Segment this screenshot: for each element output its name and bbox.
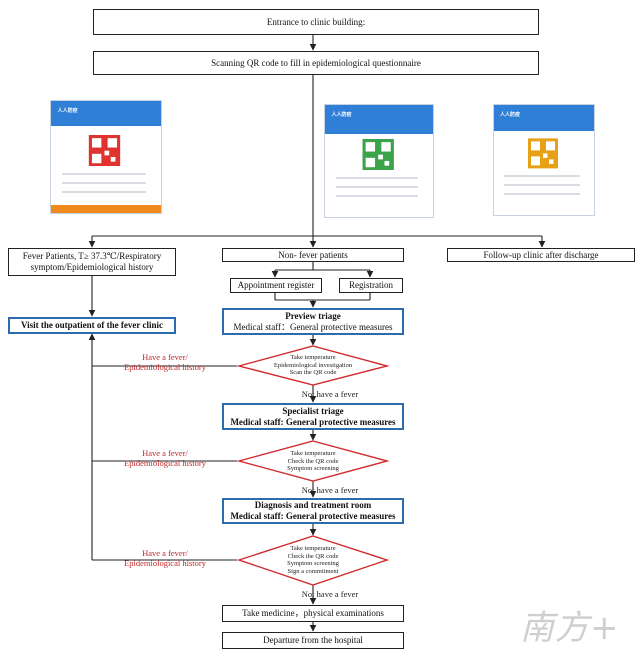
decision-1-line: Epidemiological investigation — [273, 361, 353, 369]
fever-clinic-text: Visit the outpatient of the fever clinic — [21, 320, 163, 330]
phone-info-line — [335, 176, 418, 179]
fever-patients-text: Fever Patients, T≥ 37.3℃/Respiratory sym… — [22, 251, 162, 272]
green-code-phone: 人人防疫 — [324, 104, 434, 218]
fever-clinic-box: Visit the outpatient of the fever clinic — [8, 317, 176, 334]
decision-2-text: Take temperature Check the QR code Sympt… — [253, 450, 373, 473]
non-fever-text: Non- fever patients — [278, 249, 348, 260]
have-fever-label-2: Have a fever/ Epidemiological history — [112, 448, 218, 468]
registration-box: Registration — [339, 278, 403, 293]
phone-header-text: 人人防疫 — [57, 107, 78, 114]
red-qr-code-icon — [89, 134, 121, 166]
have-fever-line: Have a fever/ — [142, 352, 188, 362]
phone-header-text: 人人防疫 — [500, 111, 521, 118]
have-fever-line: Epidemiological history — [124, 362, 206, 372]
decision-3-line: Sign a commitment — [287, 567, 339, 575]
phone-header-text: 人人防疫 — [331, 111, 352, 118]
phone-info-line — [335, 194, 418, 197]
take-medicine-box: Take medicine，physical examinations — [222, 605, 404, 622]
phone-header — [494, 105, 594, 132]
red-code-phone: 人人防疫 — [50, 100, 162, 214]
appointment-text: Appointment register — [237, 280, 315, 290]
watermark-logo: 南方+ — [520, 608, 620, 648]
follow-up-text: Follow-up clinic after discharge — [483, 249, 599, 260]
scan-questionnaire-box: Scanning QR code to fill in epidemiologi… — [93, 51, 539, 75]
have-fever-line: Epidemiological history — [124, 458, 206, 468]
entrance-text: Entrance to clinic building: — [266, 16, 366, 27]
phone-info-line — [504, 175, 580, 178]
phone-header — [325, 105, 433, 135]
have-fever-line: Epidemiological history — [124, 558, 206, 568]
decision-1-text: Take temperature Epidemiological investi… — [253, 354, 373, 377]
decision-1-line: Scan the QR code — [289, 369, 337, 377]
decision-3-line: Check the QR code — [287, 552, 339, 560]
appointment-register-box: Appointment register — [230, 278, 322, 293]
decision-2-line: Check the QR code — [287, 457, 339, 465]
phone-footer — [51, 205, 161, 213]
preview-triage-subtitle: Medical staff：General protective measure… — [233, 321, 393, 332]
decision-3-diamond — [236, 535, 390, 586]
phone-info-line — [62, 181, 146, 184]
departure-box: Departure from the hospital — [222, 632, 404, 649]
entrance-box: Entrance to clinic building: — [93, 9, 539, 35]
phone-info-line — [62, 172, 146, 175]
fever-patients-box: Fever Patients, T≥ 37.3℃/Respiratory sym… — [8, 248, 176, 276]
have-fever-label-3: Have a fever/ Epidemiological history — [112, 548, 218, 568]
preview-triage-box: Preview triage Medical staff：General pro… — [222, 308, 404, 335]
not-fever-label-2: Not have a fever — [301, 485, 359, 495]
yellow-code-phone: 人人防疫 — [493, 104, 595, 216]
diagnosis-room-box: Diagnosis and treatment room Medical sta… — [222, 498, 404, 524]
have-fever-line: Have a fever/ — [142, 448, 188, 458]
non-fever-box: Non- fever patients — [222, 248, 404, 262]
specialist-triage-title: Specialist triage — [282, 405, 344, 416]
specialist-triage-box: Specialist triage Medical staff: General… — [222, 403, 404, 430]
decision-1-line: Take temperature — [290, 354, 336, 361]
decision-2-line: Symptom screening — [287, 465, 339, 473]
not-fever-label-1: Not have a fever — [301, 389, 359, 399]
decision-2-line: Take temperature — [290, 450, 336, 457]
have-fever-label-1: Have a fever/ Epidemiological history — [112, 352, 218, 372]
phone-header — [51, 101, 161, 126]
phone-info-line — [504, 193, 580, 195]
phone-info-line — [335, 185, 418, 188]
green-qr-code-icon — [362, 138, 394, 170]
phone-info-line — [504, 184, 580, 187]
take-medicine-text: Take medicine，physical examinations — [242, 608, 384, 618]
yellow-qr-code-icon — [528, 138, 558, 169]
decision-2-diamond — [236, 440, 390, 482]
registration-text: Registration — [349, 280, 393, 290]
phone-info-line — [62, 190, 146, 193]
specialist-triage-subtitle: Medical staff: General protective measur… — [230, 416, 396, 427]
decision-3-text: Take temperature Check the QR code Sympt… — [253, 545, 373, 575]
decision-3-line: Symptom screening — [287, 560, 339, 568]
follow-up-box: Follow-up clinic after discharge — [447, 248, 635, 262]
decision-3-line: Take temperature — [290, 545, 336, 552]
have-fever-line: Have a fever/ — [142, 548, 188, 558]
not-fever-label-3: Not have a fever — [301, 589, 359, 599]
diagnosis-room-subtitle: Medical staff: General protective measur… — [230, 511, 396, 521]
decision-1-diamond — [236, 345, 390, 386]
scan-text: Scanning QR code to fill in epidemiologi… — [211, 57, 421, 68]
departure-text: Departure from the hospital — [263, 635, 363, 645]
diagnosis-room-title: Diagnosis and treatment room — [254, 500, 372, 510]
preview-triage-title: Preview triage — [285, 310, 341, 321]
